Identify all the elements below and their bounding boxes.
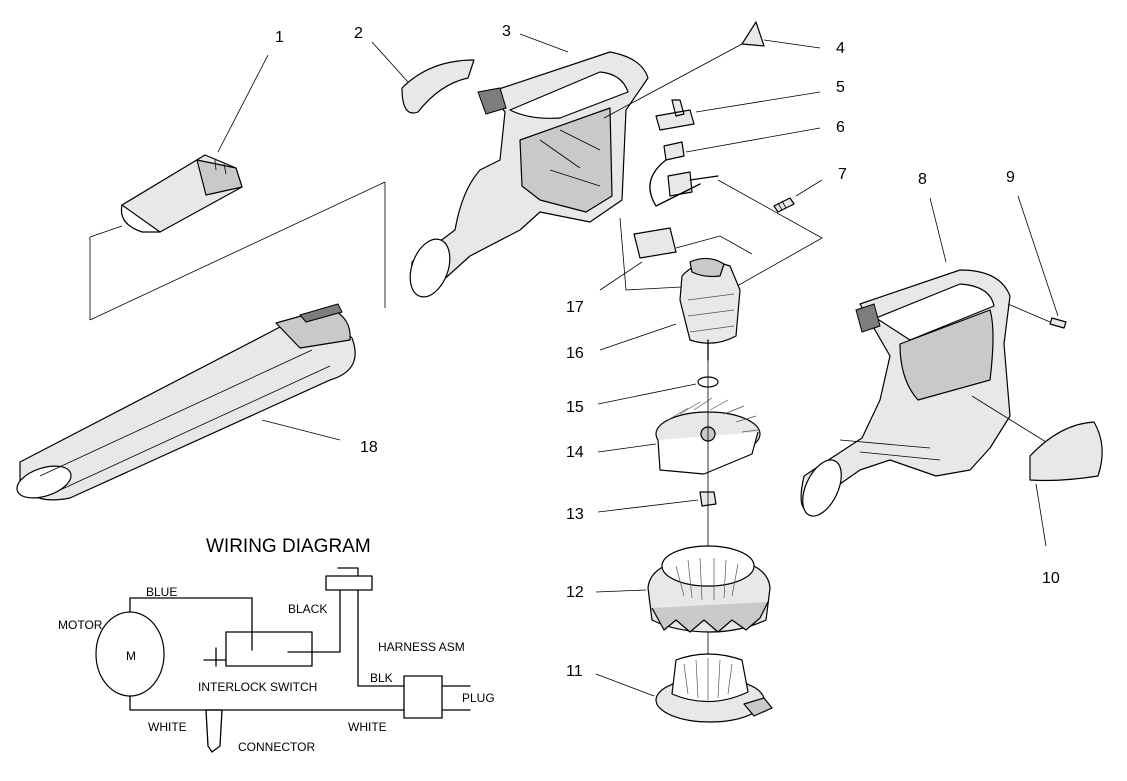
leader-15 <box>597 383 697 405</box>
part-18-blower-tube <box>16 303 356 501</box>
part-4-label <box>741 21 765 47</box>
leader-2 <box>371 41 409 83</box>
leader-18 <box>261 419 341 441</box>
plug-box <box>403 675 471 719</box>
part-12-fan-housing <box>647 545 771 633</box>
callout-4: 4 <box>836 40 845 57</box>
wiring-diagram-title: WIRING DIAGRAM <box>206 536 371 557</box>
wire-blk <box>357 589 405 687</box>
connector-symbol <box>205 709 223 753</box>
label-blue: BLUE <box>146 585 178 599</box>
part-16-motor <box>679 257 741 361</box>
callout-11: 11 <box>566 663 583 680</box>
callout-7: 7 <box>838 166 847 183</box>
leader-6 <box>685 127 821 153</box>
ref-line-9 <box>1007 303 1051 323</box>
label-motor-m: M <box>126 649 136 663</box>
wire-black <box>287 589 341 653</box>
callout-6: 6 <box>836 119 845 136</box>
callout-13: 13 <box>566 506 584 523</box>
callout-9: 9 <box>1006 169 1015 186</box>
label-interlock-switch: INTERLOCK SWITCH <box>198 680 318 694</box>
leader-11 <box>595 673 655 697</box>
label-white-left: WHITE <box>148 720 187 734</box>
leader-12 <box>595 589 647 593</box>
callout-8: 8 <box>918 171 927 188</box>
callout-17: 17 <box>566 299 584 316</box>
callout-16: 16 <box>566 345 584 362</box>
ref-line-7 <box>717 179 823 291</box>
leader-17 <box>599 261 643 291</box>
wire-blue <box>129 597 253 651</box>
interlock-switch-body <box>203 631 313 667</box>
callout-14: 14 <box>566 444 584 461</box>
part-5-bracket <box>655 99 695 131</box>
leader-10 <box>1035 483 1047 547</box>
callout-10: 10 <box>1042 570 1060 587</box>
part-1-nozzle-tip <box>120 154 243 233</box>
leader-16 <box>599 323 677 351</box>
callout-18: 18 <box>360 439 378 456</box>
part-3-left-housing <box>409 51 649 298</box>
part-10-label <box>1029 421 1103 482</box>
wire-white <box>129 695 405 711</box>
part-7-screw <box>773 197 795 213</box>
part-2-label <box>401 59 475 114</box>
ref-line-10 <box>971 395 1047 443</box>
part-8-assembled-blower <box>800 269 1011 517</box>
callout-3: 3 <box>502 23 511 40</box>
part-6-switch <box>649 141 719 207</box>
callout-15: 15 <box>566 399 584 416</box>
label-white-right: WHITE <box>348 720 387 734</box>
part-17-connector <box>633 227 677 259</box>
label-blk: BLK <box>370 671 393 685</box>
part-11-impeller-cover <box>655 653 773 723</box>
reference-lines-left <box>89 181 386 321</box>
callout-5: 5 <box>836 79 845 96</box>
label-motor: MOTOR <box>58 618 103 632</box>
wiring-diagram <box>95 567 471 753</box>
callout-2: 2 <box>354 25 363 42</box>
label-connector: CONNECTOR <box>238 740 316 754</box>
leader-8 <box>929 197 947 263</box>
leader-5 <box>695 91 821 113</box>
label-black: BLACK <box>288 602 328 616</box>
leader-4 <box>763 39 821 49</box>
ref-lines-17 <box>619 217 753 291</box>
callout-1: 1 <box>275 29 284 46</box>
leader-3 <box>519 33 569 53</box>
leader-7 <box>795 179 823 197</box>
leader-9 <box>1017 195 1059 317</box>
leader-13 <box>597 499 699 513</box>
part-9-screw <box>1049 317 1067 329</box>
callout-12: 12 <box>566 584 584 601</box>
label-harness: HARNESS ASM <box>378 640 465 654</box>
label-plug: PLUG <box>462 691 495 705</box>
leader-14 <box>597 443 657 453</box>
leader-1 <box>217 54 269 153</box>
ref-line-4 <box>603 43 743 119</box>
harness-plug-top <box>325 567 373 591</box>
